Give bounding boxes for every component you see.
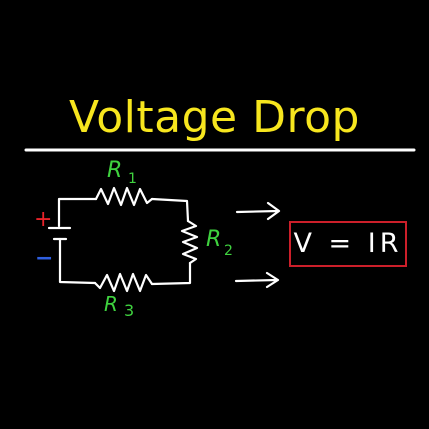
bottom-wire-left [58, 260, 97, 285]
resistor-r3-letter: R [104, 292, 118, 316]
circuit [47, 186, 199, 293]
arrow-top [235, 201, 281, 221]
resistor-r1-symbol [94, 186, 154, 207]
resistor-r2-symbol [180, 219, 199, 265]
ohms-law-equation: V = IR [293, 228, 403, 259]
battery-negative-sign: − [35, 246, 54, 271]
resistor-r1-letter: R [107, 158, 123, 183]
right-wire-bottom [150, 261, 192, 286]
resistor-r2-label: R [206, 229, 221, 251]
resistor-r3-label: R [104, 294, 118, 314]
resistor-r3-index: 3 [124, 301, 135, 320]
page-title: Voltage Drop [69, 92, 360, 143]
battery-positive-sign: + [34, 207, 53, 232]
resistor-r3-symbol [93, 272, 154, 293]
equation-box: V = IR [289, 221, 407, 267]
resistor-r1-label: R [107, 160, 122, 182]
top-wire-right [150, 197, 190, 223]
arrows [234, 201, 281, 289]
top-wire [57, 197, 98, 228]
arrow-bottom [234, 271, 280, 289]
resistor-r2-letter: R [206, 227, 222, 252]
resistor-r2-index: 2 [224, 243, 233, 259]
resistor-r1-index: 1 [128, 171, 137, 187]
